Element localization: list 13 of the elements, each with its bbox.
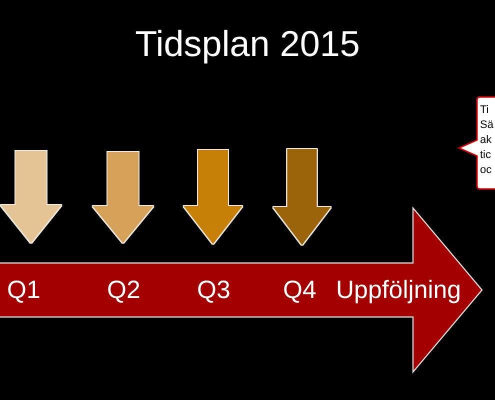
timeline-arrow xyxy=(0,206,484,374)
quarter-label: Q1 xyxy=(7,275,40,305)
down-arrow xyxy=(0,151,62,243)
down-arrow xyxy=(184,150,242,244)
down-arrow xyxy=(273,149,331,245)
phase-label: Uppföljning xyxy=(336,275,462,305)
callout-text: Ti Sä ak tic oc xyxy=(480,103,494,178)
quarter-label: Q2 xyxy=(107,275,140,305)
callout-box xyxy=(458,96,495,190)
title: Tidsplan 2015 xyxy=(135,24,360,64)
quarter-label: Q3 xyxy=(197,275,230,305)
quarter-label: Q4 xyxy=(283,275,316,305)
down-arrow xyxy=(92,152,154,243)
